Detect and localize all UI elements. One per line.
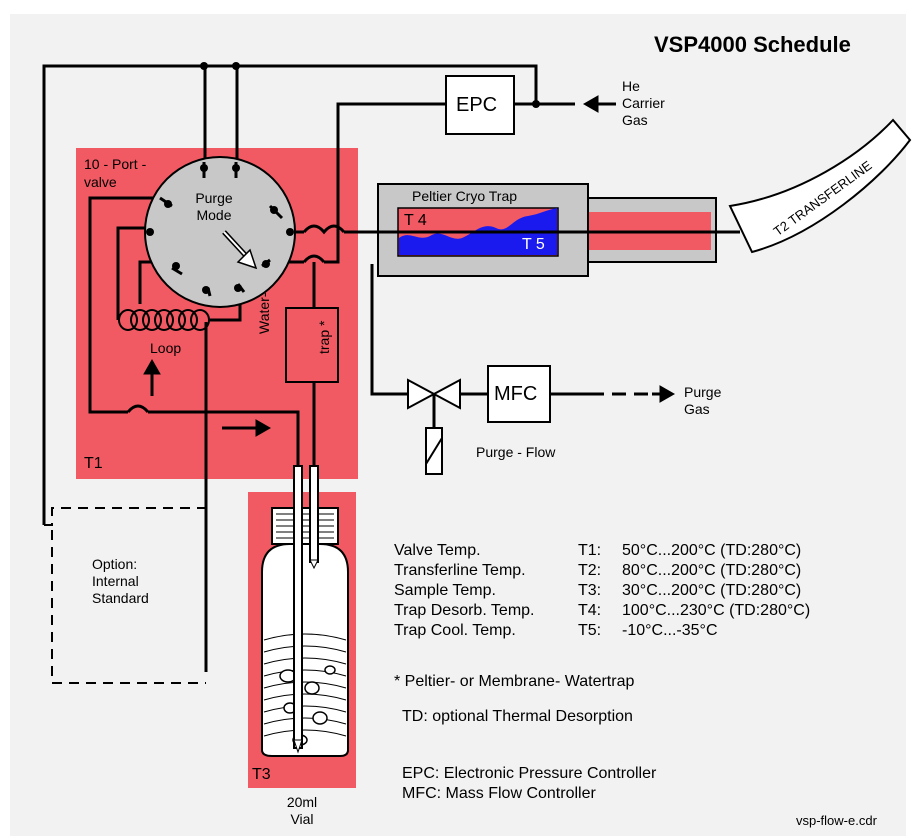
purge-gas-label-1: Purge	[684, 384, 722, 400]
vial-label-2: Vial	[290, 811, 314, 827]
filename-label: vsp-flow-e.cdr	[796, 813, 877, 828]
watertrap-note: * Peltier- or Membrane- Watertrap	[394, 673, 635, 690]
option-label-2: Internal	[92, 573, 139, 589]
t5-label: T 5	[522, 236, 545, 253]
temp-code-5: T5:	[578, 622, 602, 639]
epc-label: EPC	[456, 94, 498, 116]
watertrap-box	[285, 307, 339, 383]
loop-label: Loop	[150, 340, 182, 356]
watertrap-label-2: trap *	[316, 320, 332, 354]
diagram-title: VSP4000 Schedule	[654, 32, 851, 57]
sample-vial	[261, 465, 349, 757]
t4-label: T 4	[404, 212, 427, 229]
watertrap-label-1: Water-	[256, 292, 272, 334]
mfc-box	[487, 365, 551, 423]
temp-code-4: T4:	[578, 602, 602, 619]
port-valve-label-2: valve	[84, 174, 117, 190]
valve-ports	[146, 62, 540, 294]
internal-standard-box-lower	[51, 530, 206, 684]
loop-coil	[118, 309, 210, 331]
flow-arrows	[143, 95, 676, 437]
he-label-1: He	[622, 78, 640, 94]
temp-code-1: T1:	[578, 542, 602, 559]
internal-standard-box	[44, 507, 210, 526]
temp-code-3: T3:	[578, 582, 602, 599]
gas-lines	[42, 64, 740, 672]
peltier-trap-label: Peltier Cryo Trap	[412, 188, 518, 204]
purge-valve	[407, 378, 461, 475]
temp-name-4: Trap Desorb. Temp.	[394, 602, 535, 619]
epc-box	[445, 75, 515, 135]
temp-range-3: 30°C...200°C (TD:280°C)	[622, 582, 802, 599]
mfc-label: MFC	[494, 383, 538, 405]
temp-name-3: Sample Temp.	[394, 582, 496, 599]
temp-range-2: 80°C...200°C (TD:280°C)	[622, 562, 802, 579]
temp-name-2: Transferline Temp.	[394, 562, 526, 579]
td-note: TD: optional Thermal Desorption	[402, 708, 633, 725]
vial-label-1: 20ml	[286, 794, 318, 810]
port-valve-body	[144, 156, 296, 308]
temp-range-5: -10°C...-35°C	[622, 622, 718, 639]
epc-definition: EPC: Electronic Pressure Controller	[402, 765, 657, 782]
option-label-3: Standard	[92, 590, 149, 606]
purge-mode-label-2: Mode	[196, 207, 232, 223]
purge-mode-arrow	[222, 230, 258, 270]
purge-flow-label: Purge - Flow	[476, 444, 556, 460]
port-valve-label-1: 10 - Port -	[84, 156, 147, 172]
purge-mode-label-1: Purge	[195, 190, 233, 206]
temp-name-5: Trap Cool. Temp.	[394, 622, 516, 639]
he-label-3: Gas	[622, 112, 648, 128]
purge-gas-label-2: Gas	[684, 401, 710, 417]
transferline-tube	[728, 118, 912, 254]
t1-label: T1	[84, 455, 103, 472]
temp-name-1: Valve Temp.	[394, 542, 481, 559]
t3-label: T3	[252, 766, 271, 783]
option-label-1: Option:	[92, 556, 138, 572]
temp-code-2: T2:	[578, 562, 602, 579]
temp-range-4: 100°C...230°C (TD:280°C)	[622, 602, 811, 619]
temp-range-1: 50°C...200°C (TD:280°C)	[622, 542, 802, 559]
he-label-2: Carrier	[622, 95, 665, 111]
mfc-definition: MFC: Mass Flow Controller	[402, 785, 596, 802]
